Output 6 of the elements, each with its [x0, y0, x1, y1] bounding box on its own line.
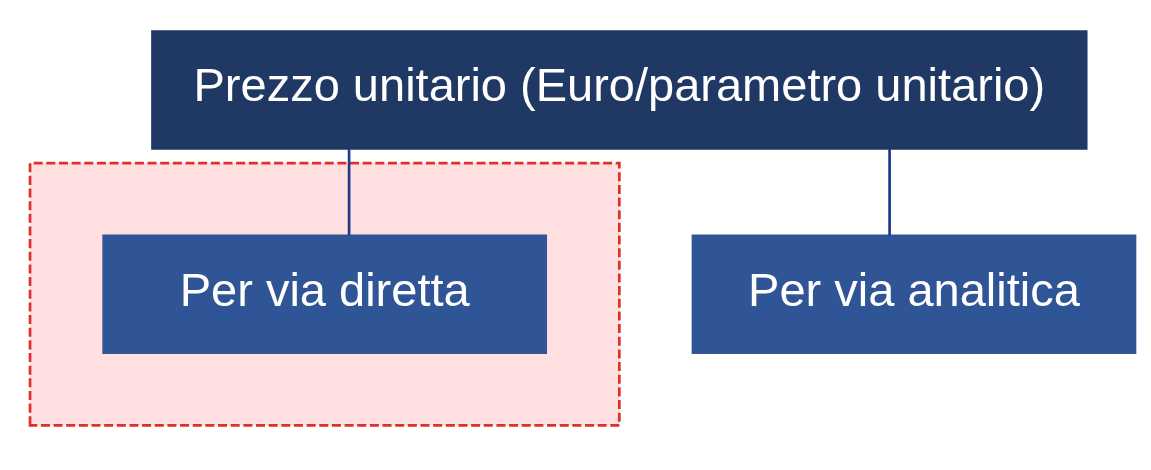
connector [888, 148, 891, 235]
connector [347, 148, 351, 235]
node-box: Per via diretta [102, 234, 548, 354]
node-box: Per via analitica [691, 234, 1137, 354]
cluster [28, 161, 621, 427]
node-box: Prezzo unitario (Euro/parametro unitario) [151, 29, 1088, 150]
